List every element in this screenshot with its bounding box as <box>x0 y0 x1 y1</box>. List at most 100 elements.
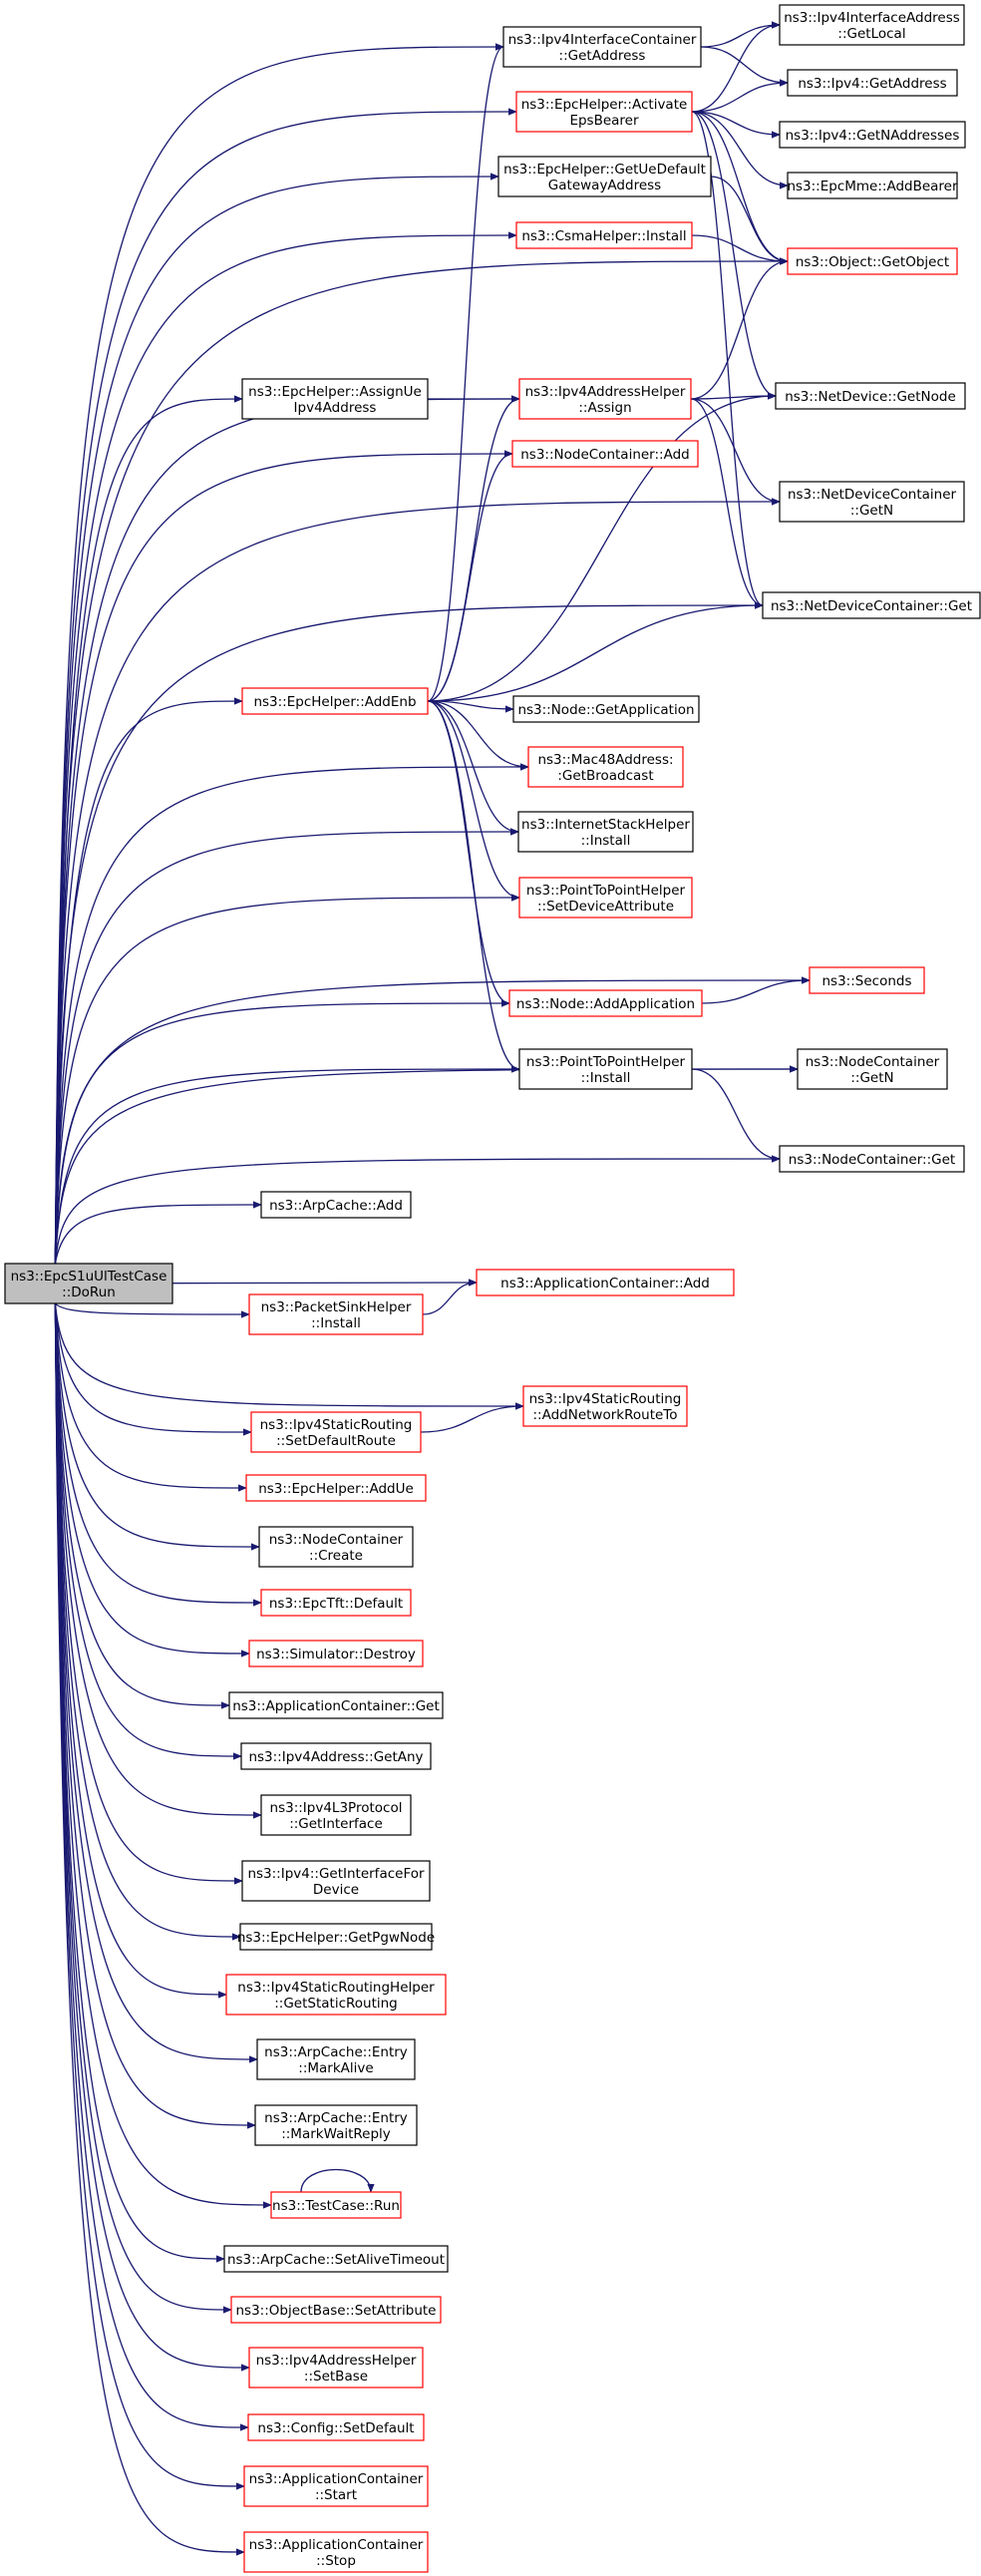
node-nc_getn[interactable]: ns3::NodeContainer::GetN <box>797 1048 948 1090</box>
edge-ipv4ah_assign-to-ndc_getn <box>690 398 781 506</box>
node-node_addapp[interactable]: ns3::Node::AddApplication <box>508 989 703 1017</box>
node-label: ns3::Config::SetDefault <box>257 2420 414 2436</box>
node-ish_install[interactable]: ns3::InternetStackHelper::Install <box>517 811 694 853</box>
edge-epc_activate-to-ipv4_getaddress <box>691 79 789 113</box>
node-ipv4addr_getany[interactable]: ns3::Ipv4Address::GetAny <box>240 1742 432 1770</box>
node-nc_create[interactable]: ns3::NodeContainer::Create <box>258 1526 414 1568</box>
node-sim_destroy[interactable]: ns3::Simulator::Destroy <box>248 1640 424 1667</box>
node-box <box>511 440 699 468</box>
node-ndc_get[interactable]: ns3::NetDeviceContainer::Get <box>762 591 981 619</box>
node-arp_setalive[interactable]: ns3::ArpCache::SetAliveTimeout <box>223 2245 449 2273</box>
node-label: ::GetN <box>850 1070 893 1086</box>
edge-root-to-epc_addue <box>54 1302 247 1492</box>
node-arp_markwait[interactable]: ns3::ArpCache::Entry::MarkWaitReply <box>254 2104 418 2146</box>
node-label: ns3::Ipv4StaticRouting <box>260 1417 413 1433</box>
node-isr_adddefaultroute[interactable]: ns3::Ipv4StaticRouting::SetDefaultRoute <box>250 1411 422 1453</box>
node-config_setdefault[interactable]: ns3::Config::SetDefault <box>247 2413 425 2441</box>
node-label: ::GetN <box>850 503 893 519</box>
node-nc_add[interactable]: ns3::NodeContainer::Add <box>511 440 699 468</box>
node-epc_getpgw[interactable]: ns3::EpcHelper::GetPgwNode <box>237 1923 435 1951</box>
node-appc_add[interactable]: ns3::ApplicationContainer::Add <box>476 1269 735 1296</box>
edge-testcase_run-self-loop <box>300 2168 375 2193</box>
node-label: ns3::NodeContainer <box>269 1532 404 1548</box>
node-box <box>260 1794 412 1836</box>
node-label: ns3::Ipv4::GetAddress <box>798 76 946 92</box>
node-appc_start[interactable]: ns3::ApplicationContainer::Start <box>243 2465 429 2507</box>
node-label: ns3::ApplicationContainer::Get <box>232 1698 440 1714</box>
node-label: ::Create <box>309 1548 363 1564</box>
node-label: ::GetLocal <box>837 26 905 42</box>
edge-root-to-appc_get <box>54 1302 230 1709</box>
node-arp_markalive[interactable]: ns3::ArpCache::Entry::MarkAlive <box>256 2038 416 2080</box>
node-p2p_setdevattr[interactable]: ns3::PointToPointHelper::SetDeviceAttrib… <box>518 877 693 919</box>
node-ndc_getn[interactable]: ns3::NetDeviceContainer::GetN <box>779 481 965 523</box>
node-box <box>518 877 693 919</box>
node-box <box>502 26 702 68</box>
node-box <box>243 2465 429 2507</box>
node-appc_get[interactable]: ns3::ApplicationContainer::Get <box>228 1691 444 1719</box>
node-p2p_install[interactable]: ns3::PointToPointHelper::Install <box>518 1048 693 1090</box>
node-label: ns3::ApplicationContainer <box>249 2537 424 2553</box>
node-arpcache_add[interactable]: ns3::ArpCache::Add <box>260 1191 412 1219</box>
node-epc_addenb[interactable]: ns3::EpcHelper::AddEnb <box>241 687 429 715</box>
node-ob_setattr[interactable]: ns3::ObjectBase::SetAttribute <box>230 2296 442 2324</box>
node-ipv4ah_assign[interactable]: ns3::Ipv4AddressHelper::Assign <box>518 378 692 420</box>
node-appc_stop[interactable]: ns3::ApplicationContainer::Stop <box>243 2531 429 2573</box>
node-label: ns3::EpcHelper::AssignUe <box>248 384 422 400</box>
edge-epc_addenb-to-ish_install <box>427 700 519 836</box>
node-label: ::Install <box>311 1315 361 1331</box>
node-epctft_default[interactable]: ns3::EpcTft::Default <box>260 1589 412 1617</box>
node-box <box>779 481 965 523</box>
node-box <box>508 989 703 1017</box>
node-ipv4_getnaddr[interactable]: ns3::Ipv4::GetNAddresses <box>779 121 966 149</box>
node-node_getapp[interactable]: ns3::Node::GetApplication <box>512 695 700 723</box>
node-label: ::GetInterface <box>289 1816 383 1832</box>
edge-epc_getue_gw-to-object_getobject <box>710 176 789 265</box>
node-object_getobject[interactable]: ns3::Object::GetObject <box>787 247 958 275</box>
edge-root-to-node_addapp <box>54 999 510 1265</box>
node-isrh_getstatic[interactable]: ns3::Ipv4StaticRoutingHelper::GetStaticR… <box>225 1974 447 2016</box>
edge-epc_addenb-to-nc_add <box>427 450 513 702</box>
node-seconds[interactable]: ns3::Seconds <box>809 966 925 994</box>
node-ipv4ic_getaddress[interactable]: ns3::Ipv4InterfaceContainer::GetAddress <box>502 26 702 68</box>
node-box <box>258 1526 414 1568</box>
node-epcmme_addbearer[interactable]: ns3::EpcMme::AddBearer <box>787 172 958 199</box>
edge-root-to-isr_adddefaultroute <box>54 1302 252 1436</box>
edge-root-to-p2p_setdevattr <box>54 894 520 1265</box>
edge-epc_activate-to-netdev_getnode <box>691 111 777 400</box>
node-epc_addue[interactable]: ns3::EpcHelper::AddUe <box>245 1474 427 1502</box>
edge-ipv4ic_getaddress-to-ipv4_getaddress <box>700 46 789 87</box>
node-ipv4l3_getinterface[interactable]: ns3::Ipv4L3Protocol::GetInterface <box>260 1794 412 1836</box>
node-label: ::SetBase <box>304 2369 368 2385</box>
node-label: ns3::NetDevice::GetNode <box>785 389 956 405</box>
node-label: ::Install <box>581 833 631 849</box>
node-box <box>809 966 925 994</box>
node-box <box>228 1691 444 1719</box>
node-netdev_getnode[interactable]: ns3::NetDevice::GetNode <box>775 382 966 410</box>
node-psh_install[interactable]: ns3::PacketSinkHelper::Install <box>248 1293 424 1335</box>
node-csma_install[interactable]: ns3::CsmaHelper::Install <box>515 221 693 249</box>
node-box <box>250 1411 422 1453</box>
node-testcase_run[interactable]: ns3::TestCase::Run <box>270 2191 402 2219</box>
edge-root-to-testcase_run <box>54 1302 272 2209</box>
edge-root-to-ipv4addr_getany <box>54 1302 242 1760</box>
node-root[interactable]: ns3::EpcS1uUlTestCase::DoRun <box>4 1263 173 1304</box>
node-mac48_getbroadcast[interactable]: ns3::Mac48Address::GetBroadcast <box>527 746 684 788</box>
edge-epc_addenb-to-ipv4ic_getaddress <box>427 43 504 702</box>
edge-epc_activate-to-ipv4_getnaddr <box>691 111 781 139</box>
node-nc_get[interactable]: ns3::NodeContainer::Get <box>779 1145 965 1173</box>
node-ipv4_getaddress[interactable]: ns3::Ipv4::GetAddress <box>787 69 958 97</box>
node-ipv4ia_getlocal[interactable]: ns3::Ipv4InterfaceAddress::GetLocal <box>779 4 965 46</box>
node-label: ns3::NodeContainer::Add <box>520 447 689 463</box>
node-isr_addnetworkrouteto[interactable]: ns3::Ipv4StaticRouting::AddNetworkRouteT… <box>522 1385 688 1427</box>
node-label: Device <box>313 1882 359 1898</box>
node-box <box>779 1145 965 1173</box>
node-box <box>4 1263 173 1304</box>
node-ipv4ah_setbase[interactable]: ns3::Ipv4AddressHelper::SetBase <box>248 2347 424 2389</box>
node-label: ns3::ArpCache::Add <box>269 1198 403 1214</box>
node-epc_getue_gw[interactable]: ns3::EpcHelper::GetUeDefaultGatewayAddre… <box>497 156 712 197</box>
